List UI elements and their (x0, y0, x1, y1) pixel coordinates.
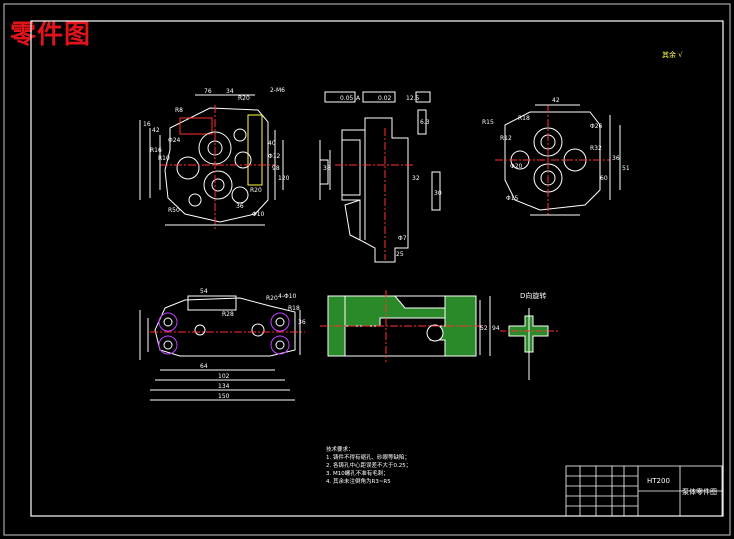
dim-label: R10 (158, 155, 170, 162)
dim-label: 150 (218, 393, 230, 400)
dim-label: Φ7 (398, 235, 407, 242)
tech-requirement-item: 3. M10螺孔不准有毛刺； (326, 469, 389, 477)
dim-label: Φ24 (168, 137, 181, 144)
dim-label: 98 (272, 165, 280, 172)
dim-label: 30 (434, 190, 442, 197)
top-view (139, 295, 305, 401)
dim-label: 52 (480, 325, 488, 332)
dim-label: Φ20 (510, 163, 523, 170)
outer-frame (3, 3, 731, 536)
dim-label: 40 (268, 140, 276, 147)
rear-view-dims: 42 R15 R18 Φ26 R12 R32 Φ20 36 51 60 Φ15 (482, 97, 630, 202)
dim-label: 54 (200, 288, 208, 295)
dim-label: 4-Φ10 (278, 293, 297, 300)
dim-label: 120 (278, 175, 290, 182)
dim-label: 94 (492, 325, 500, 332)
dim-label: Φ12 (268, 153, 281, 160)
top-view-dims: 54 R28 R20 R18 4-Φ10 36 64 102 134 150 (200, 288, 306, 400)
d-view-cross (500, 308, 558, 380)
side-section-view (320, 290, 491, 362)
dim-label: 134 (218, 383, 230, 390)
dim-label: 51 (622, 165, 630, 172)
dim-label: R28 (222, 311, 234, 318)
dim-label: 42 (552, 97, 560, 104)
title-block (565, 465, 723, 517)
tech-requirement-item: 1. 铸件不得有缩孔、砂眼等缺陷； (326, 453, 410, 461)
dim-label: 0.05 (340, 95, 354, 102)
dim-label: R12 (500, 135, 512, 142)
front-view (139, 94, 284, 230)
tech-requirements-heading: 技术要求： (326, 445, 354, 453)
dim-label: 32 (412, 175, 420, 182)
front-view-dims: 76 34 R20 2-M6 R8 16 42 40 Φ24 R16 R10 Φ… (143, 87, 290, 218)
dim-label: R18 (518, 115, 530, 122)
dim-label: 2-M6 (270, 87, 285, 94)
dim-label: 64 (200, 363, 208, 370)
section-view (319, 91, 441, 263)
tech-requirement-item: 4. 其余未注倒角为R3~R5 (326, 477, 391, 485)
dim-label: Φ26 (590, 123, 603, 130)
dim-label: R20 (238, 95, 250, 102)
dim-label: 16 (143, 121, 151, 128)
dim-label: 36 (612, 155, 620, 162)
dim-label: 36 (298, 319, 306, 326)
dim-label: 42 (152, 127, 160, 134)
dim-label: 0.02 (378, 95, 392, 102)
dim-label: 12.5 (406, 95, 420, 102)
dim-label: A (356, 95, 361, 102)
drawing-title: 零件图 (10, 20, 92, 50)
tech-requirement-item: 2. 各铸孔中心距误差不大于0.25； (326, 461, 411, 469)
dim-label: 6.3 (420, 119, 430, 126)
dim-label: Φ15 (506, 195, 519, 202)
dim-label: R20 (250, 187, 262, 194)
inner-frame (30, 20, 724, 517)
dim-label: R15 (482, 119, 494, 126)
section-view-dims: 0.05 A 0.02 12.5 38 6.3 32 Φ7 25 30 (323, 95, 442, 258)
dim-label: R16 (150, 147, 162, 154)
dim-label: R50 (168, 207, 180, 214)
dim-label: 25 (396, 251, 404, 258)
rear-view (495, 104, 621, 216)
dim-label: R8 (175, 107, 183, 114)
part-name-label: 泵体零件图 (682, 487, 717, 496)
dim-label: R18 (288, 305, 300, 312)
side-section-dims: 94 52 (480, 325, 500, 332)
dim-label: Φ10 (252, 211, 265, 218)
dim-label: 102 (218, 373, 230, 380)
dim-label: R32 (590, 145, 602, 152)
roughness-note: 其余 √ (662, 50, 683, 59)
dim-label: 34 (226, 88, 234, 95)
dim-label: 76 (204, 88, 212, 95)
material-label: HT200 (647, 477, 670, 485)
dim-label: R20 (266, 295, 278, 302)
dim-label: 60 (600, 175, 608, 182)
tech-requirements: 技术要求： 1. 铸件不得有缩孔、砂眼等缺陷； 2. 各铸孔中心距误差不大于0.… (326, 445, 411, 485)
view-label: D向旋转 (520, 291, 546, 300)
dim-label: 38 (323, 165, 331, 172)
dim-label: 36 (236, 203, 244, 210)
